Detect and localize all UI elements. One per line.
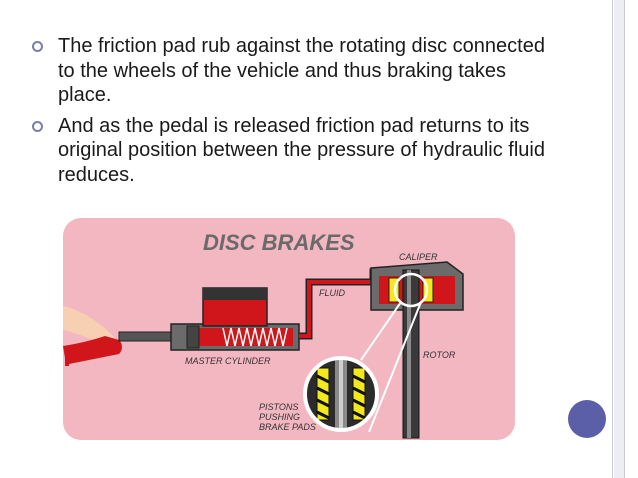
magnifier-small-ring xyxy=(393,272,429,308)
bullet-text: The friction pad rub against the rotatin… xyxy=(58,35,545,106)
magnifier-line-left xyxy=(360,301,402,361)
rotor-highlight xyxy=(407,270,411,438)
zoomed-pistons-view xyxy=(305,358,377,430)
right-border-line xyxy=(612,0,613,478)
bullet-text: And as the pedal is released friction pa… xyxy=(58,114,545,186)
rotor-label: ROTOR xyxy=(423,350,456,360)
fluid-label: FLUID xyxy=(319,288,346,298)
disc-brakes-diagram: DISC BRAKES MASTER CYLINDER FLUID CALIPE… xyxy=(63,218,515,440)
reservoir-cap xyxy=(203,288,267,300)
diagram-title: DISC BRAKES xyxy=(203,230,355,255)
bullet-list: The friction pad rub against the rotatin… xyxy=(32,34,552,193)
pedal-rod xyxy=(118,331,174,342)
pistons-label-line3: BRAKE PADS xyxy=(259,422,316,432)
bullet-item: And as the pedal is released friction pa… xyxy=(32,114,552,188)
return-spring xyxy=(222,327,288,347)
slide-nav-circle-icon[interactable] xyxy=(568,400,606,438)
caliper-label: CALIPER xyxy=(399,252,438,262)
right-border-band xyxy=(614,0,624,478)
heel-spike xyxy=(65,356,69,366)
master-cylinder-label: MASTER CYLINDER xyxy=(185,356,271,366)
magnifier-large-ring xyxy=(303,356,379,432)
master-cylinder-piston xyxy=(186,325,200,349)
magnifier-line-right xyxy=(368,301,422,433)
pistons-label-line2: PUSHING xyxy=(259,412,300,422)
right-border-line-outer xyxy=(624,0,625,478)
disc-brakes-illustration: DISC BRAKES MASTER CYLINDER FLUID CALIPE… xyxy=(63,230,464,439)
bullet-circle-icon xyxy=(32,41,43,52)
bullet-circle-icon xyxy=(32,120,43,132)
red-high-heel-icon xyxy=(63,336,122,364)
pistons-label-line1: PISTONS xyxy=(259,402,298,412)
bullet-item: The friction pad rub against the rotatin… xyxy=(32,34,552,108)
